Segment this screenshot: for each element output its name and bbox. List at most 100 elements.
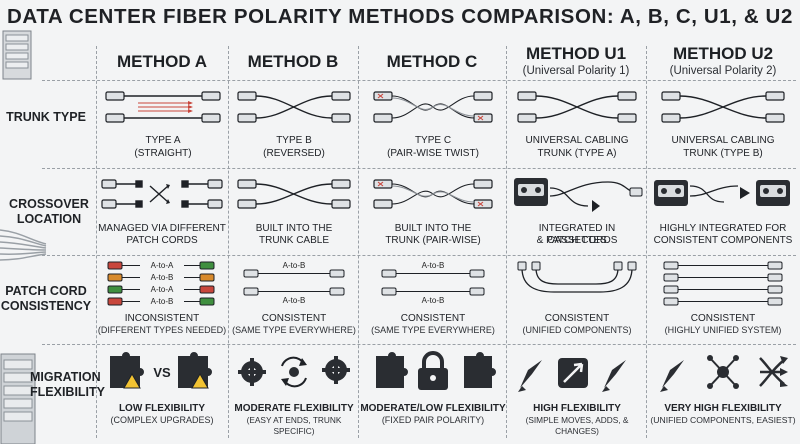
migration-line1: VERY HIGH FLEXIBILITY: [664, 403, 782, 414]
rocket-network-icon: [660, 355, 788, 392]
column-subtitle: (Universal Polarity 2): [669, 65, 777, 77]
server-rack-icon: [2, 30, 32, 80]
migration-line2: (UNIFIED COMPONENTS, EASIEST): [650, 415, 796, 425]
cell-migration-method-u2: VERY HIGH FLEXIBILITY (UNIFIED COMPONENT…: [648, 348, 798, 440]
patchcord-line2: (SAME TYPE EVERYWHERE): [371, 325, 495, 335]
crossover-line1: HIGHLY INTEGRATED FOR: [659, 223, 787, 234]
cell-crossover-method-c: BUILT INTO THE TRUNK (PAIR-WISE): [360, 172, 506, 256]
row-divider: [42, 168, 796, 169]
patchcord-line2: (SAME TYPE EVERYWHERE): [232, 325, 356, 335]
puzzle-warning-icon: VS: [110, 352, 212, 389]
cell-crossover-method-a: MANAGED VIA DIFFERENT PATCH CORDS: [96, 172, 228, 256]
lock-icon: [376, 351, 496, 390]
cord-label: A-to-B: [422, 296, 445, 305]
migration-line2: (COMPLEX UPGRADES): [110, 415, 214, 425]
rocket-icon: [518, 358, 626, 392]
patchcord-line2: (DIFFERENT TYPES NEEDED): [97, 325, 227, 335]
unified-system-icon: [663, 261, 783, 306]
cell-crossover-method-u1: INTEGRATED IN CASSETTES & PATCH CORDS: [508, 172, 646, 256]
patchcord-line2: (UNIFIED COMPONENTS): [522, 325, 632, 335]
cell-crossover-method-b: BUILT INTO THE TRUNK CABLE: [230, 172, 358, 256]
gears-cycle-icon: [238, 356, 350, 388]
trunk-type-line2: (PAIR-WISE TWIST): [387, 148, 479, 159]
trunk-type-line1: UNIVERSAL CABLING: [671, 135, 775, 146]
server-rack-icon: [0, 353, 36, 444]
trunk-type-line2: TRUNK (TYPE A): [537, 148, 617, 159]
migration-line1: MODERATE/LOW FLEXIBILITY: [360, 403, 506, 414]
universal-trunk-a-icon: [517, 91, 637, 123]
cord-label: A-to-B: [283, 261, 306, 270]
column-title: METHOD B: [247, 52, 339, 71]
trunk-crossover-icon: [237, 179, 351, 209]
cell-migration-method-a: VS LOW FLEXIBILITY (COMPLEX UPGRADES): [96, 348, 228, 440]
trunk-type-line1: TYPE A: [145, 135, 181, 146]
column-header-method-a: METHOD A: [96, 52, 228, 92]
column-divider: [228, 46, 229, 438]
cell-patchcord-method-u1: CONSISTENT (UNIFIED COMPONENTS): [508, 258, 646, 344]
crossover-line1: MANAGED VIA DIFFERENT: [98, 223, 226, 234]
cord-label: A-to-B: [151, 273, 174, 282]
cell-patchcord-method-a: A-to-A A-to-B A-to-A A-to-B INCONSISTENT…: [96, 258, 228, 344]
column-divider: [358, 46, 359, 438]
straight-trunk-icon: [105, 91, 221, 123]
row-divider: [42, 255, 796, 256]
uniform-patch-cords-icon: A-to-B A-to-B: [243, 261, 345, 305]
cell-patchcord-method-u2: CONSISTENT (HIGHLY UNIFIED SYSTEM): [648, 258, 798, 344]
patchcord-line1: INCONSISTENT: [124, 313, 200, 324]
cord-label: A-to-B: [422, 261, 445, 270]
trunk-type-line1: UNIVERSAL CABLING: [525, 135, 629, 146]
column-divider: [506, 46, 507, 438]
cell-trunk-method-a: TYPE A (STRAIGHT): [98, 84, 228, 168]
pairwise-crossover-icon: [373, 179, 493, 209]
cell-migration-method-u1: HIGH FLEXIBILITY (SIMPLE MOVES, ADDS, & …: [508, 348, 646, 440]
patchcord-line1: CONSISTENT: [690, 313, 756, 324]
crossover-line2: PATCH CORDS: [126, 235, 198, 246]
trunk-type-line2: TRUNK (TYPE B): [683, 148, 763, 159]
cell-migration-method-c: MODERATE/LOW FLEXIBILITY (FIXED PAIR POL…: [360, 348, 506, 440]
crossover-line2: CONSISTENT COMPONENTS: [653, 235, 793, 246]
cell-patchcord-method-b: A-to-B A-to-B CONSISTENT (SAME TYPE EVER…: [230, 258, 358, 344]
cord-label: A-to-A: [151, 285, 174, 294]
cell-trunk-method-c: TYPE C (PAIR-WISE TWIST): [360, 84, 506, 168]
crossover-line1: INTEGRATED IN CASSETTES: [538, 223, 616, 246]
migration-line1: HIGH FLEXIBILITY: [533, 403, 621, 414]
row-divider: [42, 344, 796, 345]
cassette-pair-icon: [654, 180, 790, 206]
trunk-type-line1: TYPE C: [414, 135, 452, 146]
migration-line1: LOW FLEXIBILITY: [118, 403, 206, 414]
cell-trunk-method-b: TYPE B (REVERSED): [230, 84, 358, 168]
column-divider: [96, 46, 97, 438]
trunk-type-line1: TYPE B: [276, 135, 312, 146]
row-divider: [42, 80, 796, 81]
column-header-method-u2: METHOD U2 (Universal Polarity 2): [646, 44, 800, 84]
patch-cord-crossover-icon: [101, 179, 223, 209]
patchcord-line2: (HIGHLY UNIFIED SYSTEM): [664, 325, 782, 335]
reversed-trunk-icon: [237, 91, 351, 123]
cassette-icon: [514, 178, 643, 212]
column-header-method-c: METHOD C: [358, 52, 506, 92]
trunk-type-line2: (REVERSED): [263, 148, 325, 159]
patchcord-line1: CONSISTENT: [544, 313, 610, 324]
versus-label: VS: [153, 365, 171, 380]
uniform-patch-cords-icon: A-to-B A-to-B: [381, 261, 485, 305]
row-label-trunk-type: TRUNK TYPE: [6, 110, 86, 124]
cell-trunk-method-u2: UNIVERSAL CABLING TRUNK (TYPE B): [648, 84, 798, 168]
crossover-line2: TRUNK CABLE: [258, 235, 329, 246]
migration-line2: (SIMPLE MOVES, ADDS, & CHANGES): [525, 415, 629, 436]
column-title: METHOD A: [116, 52, 208, 71]
column-subtitle: (Universal Polarity 1): [522, 65, 630, 77]
row-label-migration-flexibility: MIGRATION FLEXIBILITY: [30, 370, 105, 399]
mixed-patch-cords-icon: A-to-A A-to-B A-to-A A-to-B: [107, 261, 215, 306]
column-header-method-b: METHOD B: [228, 52, 358, 92]
cell-patchcord-method-c: A-to-B A-to-B CONSISTENT (SAME TYPE EVER…: [360, 258, 506, 344]
migration-line2: (EASY AT ENDS, TRUNK SPECIFIC): [246, 415, 342, 436]
row-label-patch-cord-consistency: PATCH CORD CONSISTENCY: [0, 284, 92, 313]
page-title: DATA CENTER FIBER POLARITY METHODS COMPA…: [7, 5, 793, 28]
cell-crossover-method-u2: HIGHLY INTEGRATED FOR CONSISTENT COMPONE…: [648, 172, 798, 256]
patchcord-line1: CONSISTENT: [400, 313, 466, 324]
migration-line1: MODERATE FLEXIBILITY: [234, 403, 354, 414]
unified-components-icon: [517, 261, 637, 293]
cord-label: A-to-B: [151, 297, 174, 306]
column-title: METHOD U2: [672, 44, 774, 63]
migration-line2: (FIXED PAIR POLARITY): [381, 415, 485, 425]
